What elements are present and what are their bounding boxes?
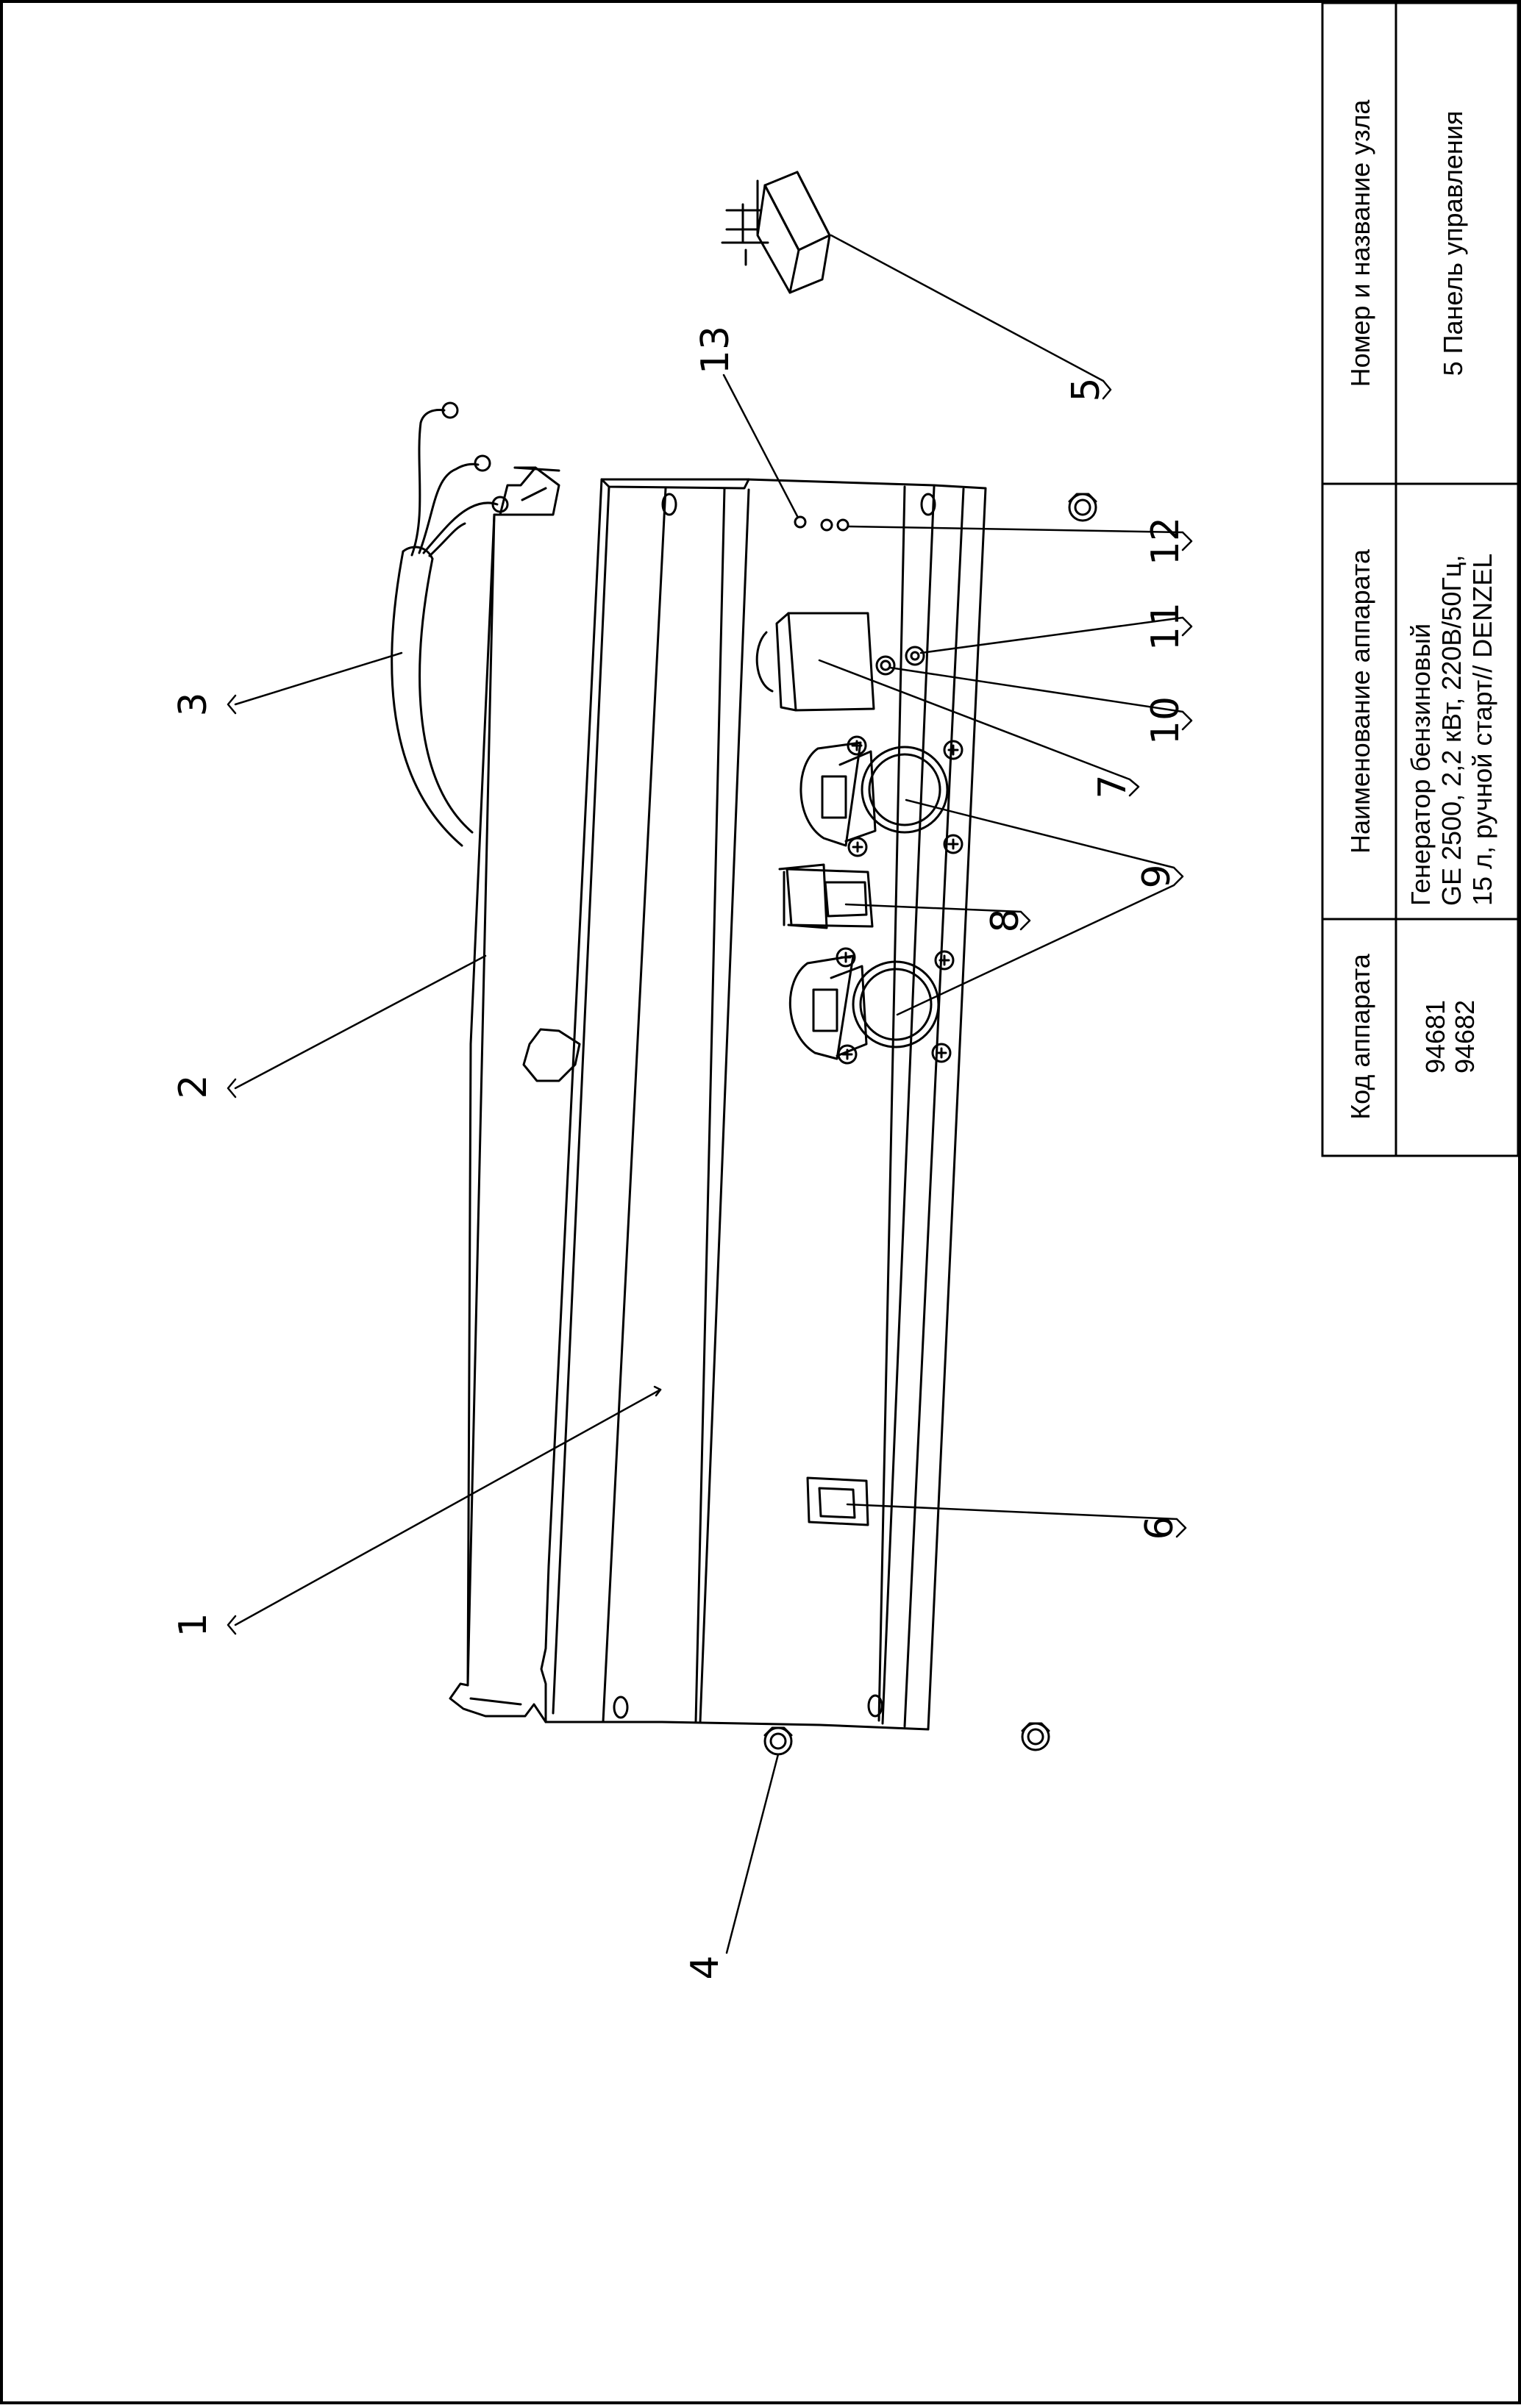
title-block	[1321, 1, 1520, 1157]
bend-line-4	[877, 485, 906, 1722]
socket-lower	[788, 947, 955, 1065]
wire	[418, 462, 480, 554]
bend-line-6	[903, 487, 965, 1728]
control-panel-drawing	[227, 171, 1193, 1954]
indicator-11	[905, 646, 925, 666]
callout-9: 9	[1135, 864, 1179, 888]
apparatus-name-line-3: 15 л, ручной старт// DENZEL	[1467, 554, 1497, 906]
apparatus-name-line-1: Генератор бензиновый	[1406, 624, 1436, 906]
apparatus-name-line-2: GE 2500, 2,2 кВт, 220В/50Гц,	[1436, 555, 1467, 906]
callout-6: 6	[1138, 1515, 1182, 1540]
wire	[410, 409, 446, 557]
callout-numbers: 1 2 3 4 5 6 7 8 9 10 11 12 13	[171, 326, 1188, 1980]
bolt-extra-1	[1021, 1722, 1050, 1751]
callout-2: 2	[171, 1074, 215, 1098]
callout-12: 12	[1144, 517, 1188, 565]
cable-sheath	[391, 550, 463, 847]
mount-hole	[920, 493, 936, 516]
callout-8: 8	[983, 908, 1027, 932]
callout-10: 10	[1144, 696, 1188, 745]
callout-1: 1	[171, 1612, 215, 1637]
mount-hole	[613, 1696, 629, 1719]
bend-line-1	[602, 487, 667, 1723]
leader-lines	[227, 234, 1193, 1954]
panel-plate-outline	[540, 478, 987, 1731]
title-block-text: Код аппарата Наименование аппарата Номер…	[1345, 99, 1497, 1120]
callout-4: 4	[683, 1955, 727, 1979]
hour-meter	[787, 612, 875, 712]
bend-line-2	[694, 487, 726, 1723]
apparatus-code-1: 94681	[1420, 1000, 1450, 1073]
lamp-13	[794, 515, 807, 529]
callout-5: 5	[1064, 377, 1108, 401]
apparatus-code-2: 94682	[1450, 1000, 1480, 1073]
lamp-12	[836, 518, 849, 532]
engine-switch	[806, 1476, 869, 1526]
mount-hole	[867, 1694, 883, 1718]
socket-upper	[799, 735, 963, 857]
callout-3: 3	[171, 692, 215, 716]
rear-box	[449, 466, 560, 1723]
bend-line-3	[699, 488, 750, 1723]
callout-13: 13	[694, 326, 738, 374]
bolt-4	[763, 1726, 793, 1756]
header-apparatus: Наименование аппарата	[1345, 549, 1375, 854]
mount-hole	[661, 493, 677, 516]
indicator-10	[875, 655, 896, 676]
connector-5	[721, 171, 831, 294]
header-code: Код аппарата	[1345, 953, 1375, 1120]
callout-11: 11	[1144, 602, 1188, 651]
panel-flange	[600, 478, 750, 490]
wire	[428, 522, 466, 557]
wire	[422, 501, 499, 554]
callout-7: 7	[1091, 774, 1135, 799]
header-unit: Номер и название узла	[1345, 99, 1375, 387]
breaker	[778, 863, 874, 929]
bolt-extra-2	[1068, 493, 1097, 522]
unit-name: 5 Панель управления	[1438, 111, 1468, 376]
bend-line-5	[881, 485, 936, 1725]
